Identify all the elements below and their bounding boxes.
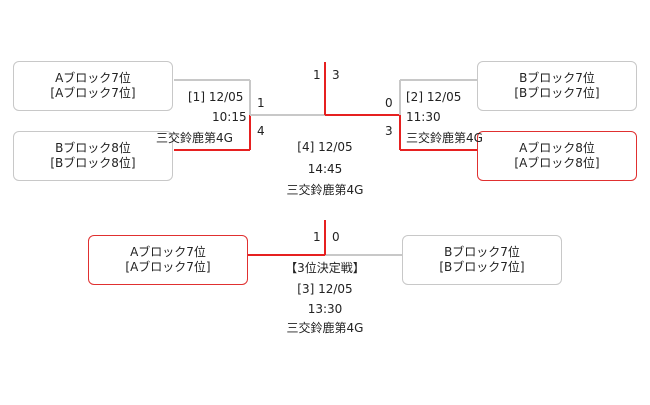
team-a8-sf2[interactable]: Aブロック8位 [Aブロック8位]: [477, 131, 637, 181]
sf2-score-top: 0: [385, 96, 393, 110]
sf1-score-top: 1: [257, 96, 265, 110]
final-time: 14:45: [307, 162, 343, 176]
team-name: Bブロック7位: [519, 71, 595, 85]
third-score-left: 1: [313, 230, 321, 244]
team-name: Aブロック7位: [55, 71, 131, 85]
team-subname: [Bブロック7位]: [514, 86, 600, 100]
sf1-time: 10:15: [212, 110, 247, 124]
sf2-match-label: [2] 12/05: [406, 90, 462, 104]
team-name: Bブロック8位: [55, 141, 131, 155]
team-subname: [Aブロック7位]: [50, 86, 136, 100]
third-time: 13:30: [307, 302, 343, 316]
final-score-left: 1: [313, 68, 321, 82]
team-subname: [Bブロック8位]: [50, 156, 136, 170]
team-subname: [Aブロック7位]: [125, 260, 211, 274]
team-name: Aブロック8位: [519, 141, 595, 155]
third-venue: 三交鈴鹿第4G: [286, 321, 364, 335]
third-score-right: 0: [332, 230, 340, 244]
team-a7-third[interactable]: Aブロック7位 [Aブロック7位]: [88, 235, 248, 285]
team-name: Aブロック7位: [130, 245, 206, 259]
sf2-score-bottom: 3: [385, 124, 393, 138]
sf1-match-label: [1] 12/05: [188, 90, 244, 104]
third-match-label: [3] 12/05: [297, 282, 353, 296]
team-subname: [Aブロック8位]: [514, 156, 600, 170]
team-a7-sf1[interactable]: Aブロック7位 [Aブロック7位]: [13, 61, 173, 111]
third-heading: 【3位決定戦】: [285, 261, 365, 275]
final-match-label: [4] 12/05: [297, 140, 353, 154]
final-venue: 三交鈴鹿第4G: [286, 183, 364, 197]
team-b7-third[interactable]: Bブロック7位 [Bブロック7位]: [402, 235, 562, 285]
sf1-venue: 三交鈴鹿第4G: [156, 131, 233, 145]
sf2-venue: 三交鈴鹿第4G: [406, 131, 483, 145]
team-name: Bブロック7位: [444, 245, 520, 259]
team-b7-sf2[interactable]: Bブロック7位 [Bブロック7位]: [477, 61, 637, 111]
final-score-right: 3: [332, 68, 340, 82]
sf2-time: 11:30: [406, 110, 441, 124]
team-subname: [Bブロック7位]: [439, 260, 525, 274]
sf1-score-bottom: 4: [257, 124, 265, 138]
team-b8-sf1[interactable]: Bブロック8位 [Bブロック8位]: [13, 131, 173, 181]
